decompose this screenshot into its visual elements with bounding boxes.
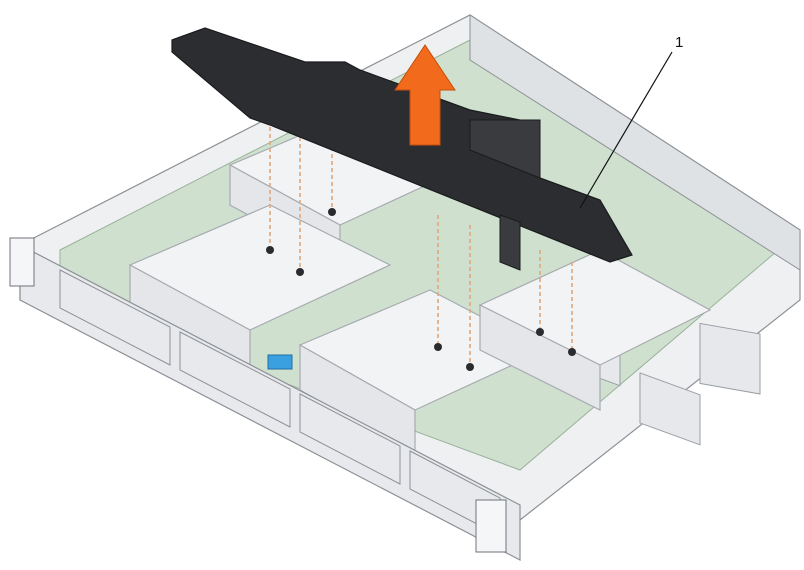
- screw-icon: [536, 328, 544, 336]
- callout-leader-line: [579, 51, 673, 209]
- left-rack-ear: [9, 237, 35, 287]
- screws: [266, 208, 576, 371]
- up-arrow-icon: [394, 44, 456, 146]
- air-shroud-side-fin: [499, 214, 521, 271]
- alignment-guides: [269, 120, 573, 365]
- right-rack-ear: [475, 499, 507, 553]
- blue-release-tab: [267, 354, 293, 370]
- chassis: [19, 14, 801, 521]
- screw-icon: [568, 348, 576, 356]
- screw-icon: [266, 246, 274, 254]
- chassis-side-wall: [469, 14, 801, 271]
- heatsink-right-face: [479, 304, 601, 411]
- screw-icon: [328, 208, 336, 216]
- screw-icon: [296, 268, 304, 276]
- air-shroud: [171, 27, 633, 271]
- air-shroud-center-block: [469, 119, 541, 179]
- front-panel: [9, 237, 521, 561]
- callout-number: 1: [675, 34, 684, 51]
- screw-icon: [434, 343, 442, 351]
- screw-icon: [466, 363, 474, 371]
